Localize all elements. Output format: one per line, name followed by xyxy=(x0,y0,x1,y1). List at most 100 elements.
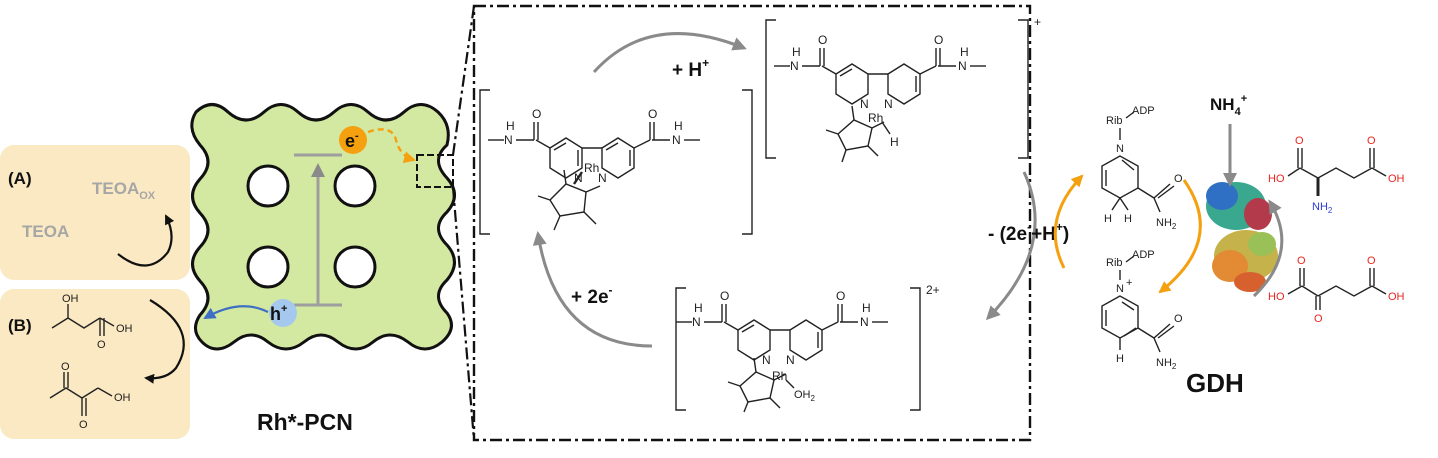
rh-complex-reduced: H N O N N Rh O H N xyxy=(479,89,753,235)
svg-text:NH2: NH2 xyxy=(1156,357,1177,371)
panel-b-arrow xyxy=(144,299,185,384)
svg-text:NH2: NH2 xyxy=(1156,217,1177,231)
arrow-hydride-transfer xyxy=(985,171,1037,321)
rh-hydride-complex: + H N O N N Rh O H N H xyxy=(765,15,1041,163)
svg-text:NH2: NH2 xyxy=(1312,201,1333,215)
panel-a-box xyxy=(0,145,190,280)
svg-text:OH2: OH2 xyxy=(794,389,816,403)
hole-transfer-arrow xyxy=(203,305,269,319)
panel-b-label: (B) xyxy=(8,316,32,335)
teoa-label: TEOA xyxy=(22,222,69,241)
svg-text:N: N xyxy=(762,353,771,367)
svg-text:O: O xyxy=(720,289,729,303)
svg-text:OH: OH xyxy=(116,323,133,335)
teoa-ox-label: TEOAOX xyxy=(92,179,156,202)
svg-text:O: O xyxy=(1174,173,1183,185)
pore-3 xyxy=(246,245,290,289)
svg-text:O: O xyxy=(1367,135,1376,147)
svg-text:O: O xyxy=(836,289,845,303)
svg-text:N: N xyxy=(672,133,681,147)
svg-text:O: O xyxy=(79,419,88,431)
svg-text:N: N xyxy=(598,171,607,185)
svg-text:O: O xyxy=(1314,313,1323,325)
zoom-line-bottom xyxy=(451,186,476,441)
pcn-catalyst: e- h+ Rh*-PCN xyxy=(190,5,476,441)
svg-text:O: O xyxy=(648,107,657,121)
svg-text:N: N xyxy=(860,97,869,111)
svg-text:N: N xyxy=(1116,283,1124,295)
step-h-label: + H+ xyxy=(672,56,709,81)
svg-text:O: O xyxy=(532,107,541,121)
zoom-box xyxy=(416,154,454,188)
svg-text:N: N xyxy=(1116,143,1124,155)
svg-text:Rib: Rib xyxy=(1106,115,1123,127)
svg-text:O: O xyxy=(934,33,943,47)
panel-a-label: (A) xyxy=(8,169,32,188)
svg-text:H: H xyxy=(862,301,871,315)
svg-text:N: N xyxy=(958,59,967,73)
pyruvic-acid-structure: O O OH xyxy=(49,361,131,431)
cycle-frame xyxy=(472,4,1032,442)
glutamate-structure: HO O NH2 O OH xyxy=(1268,135,1405,215)
svg-text:H: H xyxy=(792,45,801,59)
charge-2plus: 2+ xyxy=(926,283,940,297)
pore-2 xyxy=(333,164,377,208)
svg-text:N: N xyxy=(504,133,513,147)
svg-text:N: N xyxy=(884,97,893,111)
electron-label: e- xyxy=(345,130,359,151)
gdh-protein-image xyxy=(1206,182,1278,292)
nadh-structure: Rib ADP N H H O NH2 xyxy=(1101,105,1183,231)
arrow-reduction xyxy=(532,231,653,348)
electron-transfer-path xyxy=(367,128,416,164)
svg-text:O: O xyxy=(1297,255,1306,267)
svg-text:H: H xyxy=(1104,213,1112,225)
svg-text:OH: OH xyxy=(1388,291,1405,303)
catalyst-label: Rh*-PCN xyxy=(257,409,353,435)
svg-text:OH: OH xyxy=(1388,173,1405,185)
svg-text:O: O xyxy=(97,339,106,351)
nad-plus-structure: Rib ADP N + H O NH2 xyxy=(1101,249,1183,371)
svg-text:O: O xyxy=(1367,255,1376,267)
hole-label: h+ xyxy=(270,303,287,324)
zoom-line-top xyxy=(451,5,476,156)
svg-text:ADP: ADP xyxy=(1132,249,1155,261)
pcn-sheet xyxy=(190,103,456,351)
alpha-ketoglutarate-structure: HO O O O OH xyxy=(1268,255,1405,325)
svg-text:Rh: Rh xyxy=(584,161,599,175)
svg-text:O: O xyxy=(61,361,70,373)
svg-text:O: O xyxy=(818,33,827,47)
pore-4 xyxy=(333,245,377,289)
svg-text:N: N xyxy=(860,315,869,329)
nadh-regeneration-arrow xyxy=(1053,174,1084,269)
substrate-arrow xyxy=(1252,199,1284,298)
svg-text:H: H xyxy=(1116,353,1124,365)
svg-text:H: H xyxy=(506,119,515,133)
charge-plus: + xyxy=(1034,15,1041,29)
svg-text:OH: OH xyxy=(114,392,131,404)
lactic-acid-structure: OH O OH xyxy=(51,293,133,351)
svg-text:OH: OH xyxy=(62,293,79,305)
svg-text:Rh: Rh xyxy=(868,111,883,125)
pore-1 xyxy=(246,164,290,208)
svg-text:O: O xyxy=(1174,313,1183,325)
step-out-label: - (2e-+H+) xyxy=(988,220,1069,245)
svg-text:HO: HO xyxy=(1268,291,1285,303)
gdh-label: GDH xyxy=(1186,368,1244,398)
panel-a: (A) TEOAOX TEOA xyxy=(0,145,190,280)
step-e-label: + 2e- xyxy=(571,283,613,308)
svg-text:H: H xyxy=(694,301,703,315)
electron-dot xyxy=(339,126,367,154)
panel-b-box xyxy=(0,289,190,439)
svg-text:+: + xyxy=(1126,277,1132,289)
svg-text:H: H xyxy=(674,119,683,133)
svg-text:ADP: ADP xyxy=(1132,105,1155,117)
svg-text:O: O xyxy=(1295,135,1304,147)
hole-dot xyxy=(269,299,297,327)
svg-text:N: N xyxy=(786,353,795,367)
svg-text:H: H xyxy=(960,45,969,59)
panel-b: (B) OH O OH O O OH xyxy=(0,289,190,439)
svg-text:H: H xyxy=(1124,213,1132,225)
arrow-protonation xyxy=(592,32,747,74)
svg-text:Rib: Rib xyxy=(1106,257,1123,269)
svg-text:N: N xyxy=(790,59,799,73)
